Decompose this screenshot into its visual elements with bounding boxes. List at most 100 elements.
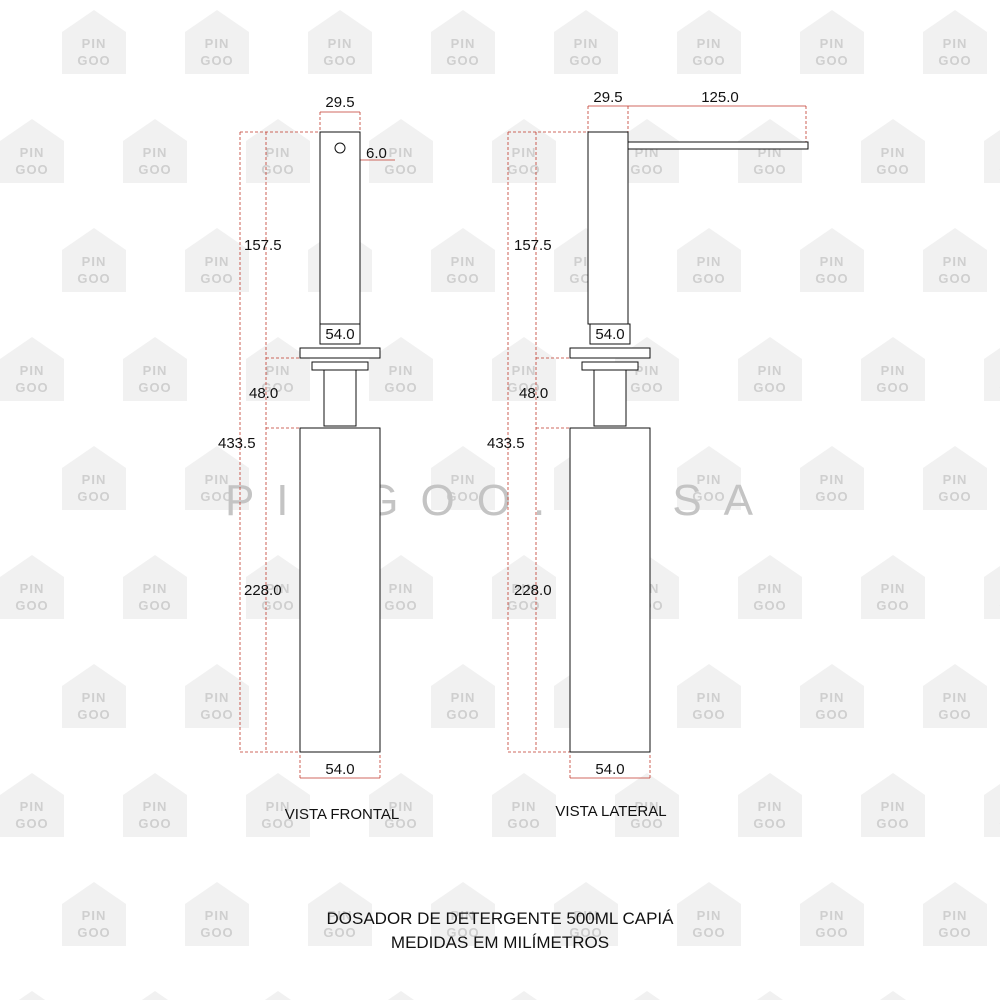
watermark-tile: PINGOO — [749, 991, 791, 1005]
watermark-tile: PINGOO — [677, 446, 741, 510]
watermark-text: GOO — [384, 816, 417, 831]
watermark-text: PIN — [697, 472, 722, 487]
watermark-tile: PIN GOO — [246, 119, 310, 183]
watermark-text: GOO — [200, 707, 233, 722]
watermark-text: PIN — [451, 36, 476, 51]
watermark-tile: PINGOO — [492, 773, 556, 837]
watermark-house-icon — [923, 882, 987, 946]
watermark-tile: PINGOO — [861, 119, 925, 183]
watermark-text: GOO — [77, 53, 110, 68]
watermark-house-icon — [677, 882, 741, 946]
watermark-house-icon — [134, 991, 176, 1005]
front-nut — [311, 361, 369, 371]
watermark-house-icon — [185, 10, 249, 74]
watermark-text: PIN — [20, 363, 45, 378]
front-dim-bottle-width: 54.0 — [325, 761, 354, 778]
watermark-house-icon — [677, 664, 741, 728]
watermark-text: PIN — [20, 799, 45, 814]
watermark-text: PIN — [943, 254, 968, 269]
side-pump-head — [587, 131, 629, 325]
watermark-tile: PINGOO — [872, 991, 914, 1005]
watermark-house-icon — [123, 773, 187, 837]
watermark-tile: PINGOO — [492, 119, 556, 183]
watermark-house-icon — [369, 555, 433, 619]
watermark-text: PIN — [205, 908, 230, 923]
watermark-text: PIN — [881, 145, 906, 160]
watermark-tile: PINGOO — [308, 882, 372, 946]
watermark-text: GOO — [200, 489, 233, 504]
watermark-text: PIN — [205, 36, 230, 51]
watermark-house-icon — [257, 991, 299, 1005]
watermark-house-icon — [369, 773, 433, 837]
watermark-text: GOO — [261, 162, 294, 177]
watermark-tile: PINGOO — [923, 882, 987, 946]
watermark-text: GOO — [630, 162, 663, 177]
watermark-text: GOO — [323, 925, 356, 940]
watermark-house-icon — [554, 10, 618, 74]
watermark-house-icon — [11, 991, 53, 1005]
watermark-text: GOO — [446, 53, 479, 68]
watermark-text: PIN — [512, 799, 537, 814]
watermark-tile: PINGOO — [984, 566, 1000, 619]
watermark-text: PIN — [697, 36, 722, 51]
watermark-text: GOO — [938, 925, 971, 940]
watermark-text: PIN — [328, 36, 353, 51]
watermark-text: GOO — [815, 271, 848, 286]
watermark-tile: PINGOO — [380, 991, 422, 1005]
watermark-text: GOO — [77, 707, 110, 722]
watermark-tile: PINGOO — [123, 119, 187, 183]
watermark-tile: PIN GOO — [0, 119, 64, 183]
side-spout — [627, 141, 809, 150]
front-pump-head — [319, 131, 361, 325]
watermark-text: PIN — [697, 908, 722, 923]
drawing-subtitle: MEDIDAS EM MILÍMETROS — [391, 933, 609, 952]
watermark-text: GOO — [753, 380, 786, 395]
watermark-text: GOO — [507, 598, 540, 613]
watermark-tile: PINGOO — [185, 228, 249, 292]
watermark-tile: PINGOO — [923, 446, 987, 510]
watermark-house-icon — [123, 337, 187, 401]
watermark-text: PIN — [943, 472, 968, 487]
watermark-text: PIN — [82, 908, 107, 923]
watermark-tile: PINGOO — [738, 773, 802, 837]
watermark-text: GOO — [15, 162, 48, 177]
front-dim-pump-width: 29.5 — [325, 94, 354, 111]
watermark-house-icon — [185, 882, 249, 946]
watermark-tile: PINGOO — [431, 882, 495, 946]
watermark-text: GOO — [15, 380, 48, 395]
watermark-tile: PINGOO — [615, 773, 679, 837]
watermark-house-icon — [431, 10, 495, 74]
watermark-text: PIN — [820, 472, 845, 487]
watermark-house-icon — [62, 882, 126, 946]
watermark-text: PIN — [266, 145, 291, 160]
watermark-text: GOO — [261, 816, 294, 831]
watermark-text: PIN — [82, 690, 107, 705]
watermark-text: GOO — [138, 162, 171, 177]
watermark-tile: PINGOO — [185, 882, 249, 946]
watermark-house-icon — [492, 773, 556, 837]
watermark-tile: PINGOO — [995, 1002, 1000, 1005]
watermark-text: PIN — [389, 145, 414, 160]
front-view: 29.5 6.0 157.5 54.0 48.0 433.5 228.0 54.… — [218, 94, 399, 823]
watermark-text: PIN — [574, 908, 599, 923]
watermark-text: PIN — [20, 145, 45, 160]
watermark-tile: PINGOO — [677, 664, 741, 728]
watermark-text: GOO — [384, 598, 417, 613]
watermark-text: GOO — [692, 925, 725, 940]
watermark-text: GOO — [569, 925, 602, 940]
watermark-tile: PINGOO — [369, 555, 433, 619]
watermark-house-icon — [800, 446, 864, 510]
watermark-house-icon — [185, 446, 249, 510]
watermark-house-icon — [123, 555, 187, 619]
watermark-text: GOO — [876, 598, 909, 613]
watermark-tile: PINGOO — [369, 773, 433, 837]
watermark-house-icon — [861, 773, 925, 837]
front-dim-pump-height: 157.5 — [244, 237, 282, 254]
watermark-text: PIN — [943, 36, 968, 51]
watermark-text: GOO — [938, 271, 971, 286]
watermark-text: PIN — [82, 254, 107, 269]
watermark-text: GOO — [323, 53, 356, 68]
watermark-text: GOO — [630, 816, 663, 831]
watermark-text: PIN — [451, 472, 476, 487]
